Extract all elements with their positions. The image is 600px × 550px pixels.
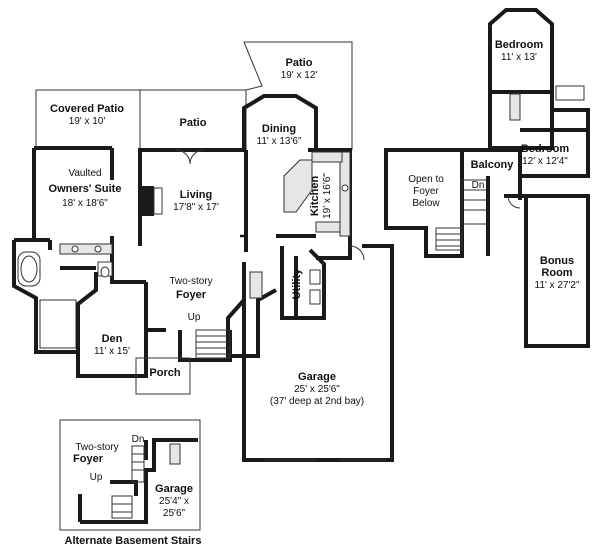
patio-top-name: Patio bbox=[286, 57, 313, 69]
kitchen-island bbox=[283, 159, 313, 213]
kitchen-counter-low bbox=[315, 221, 341, 233]
kitchen-name: Kitchen bbox=[309, 176, 321, 217]
inset-stair bbox=[111, 445, 145, 519]
balcony-stair-down: Dn bbox=[472, 180, 485, 191]
garage-note: (37' deep at 2nd bay) bbox=[270, 396, 364, 407]
inset-stair-up: Up bbox=[90, 472, 103, 483]
garage-walls bbox=[242, 244, 394, 462]
inset-garage-dims2: 25'6" bbox=[163, 508, 186, 519]
den-walls bbox=[76, 304, 148, 378]
balcony-name: Balcony bbox=[471, 159, 515, 171]
inset-foyer-name: Foyer bbox=[73, 453, 104, 465]
dryer bbox=[309, 289, 321, 305]
porch-outline bbox=[135, 357, 191, 395]
patio-top-outline bbox=[243, 41, 353, 150]
bedroom-top-dims: 11' x 13' bbox=[501, 52, 537, 63]
open-to-foyer-line2: Foyer bbox=[413, 186, 439, 197]
dining-name: Dining bbox=[262, 123, 296, 135]
living-name: Living bbox=[180, 189, 212, 201]
bedroom-top-name: Bedroom bbox=[495, 39, 544, 51]
inset-frame bbox=[59, 419, 201, 531]
upper-door bbox=[507, 195, 521, 209]
living-doors bbox=[175, 149, 205, 165]
inset-walls bbox=[78, 438, 198, 524]
room-labels: Covered Patio 19' x 10' Patio Patio 19' … bbox=[49, 39, 580, 547]
living-dims: 17'8" x 17' bbox=[173, 202, 219, 213]
main-stair bbox=[195, 329, 231, 359]
kitchen-dims: 19' x 16'6" bbox=[322, 173, 333, 219]
inset-garage-name: Garage bbox=[155, 483, 193, 495]
kitchen-sink bbox=[341, 184, 349, 192]
basement-stairs-inset bbox=[59, 419, 201, 531]
tub-basin bbox=[20, 255, 38, 283]
kitchen-counter-right bbox=[339, 151, 351, 237]
inset-stair-down: Dn bbox=[132, 434, 145, 445]
main-floor bbox=[12, 41, 394, 462]
washer bbox=[309, 269, 321, 285]
bonus-room-line1: Bonus bbox=[540, 255, 574, 267]
balcony-walls bbox=[462, 148, 522, 256]
upper-vanity bbox=[509, 93, 521, 121]
covered-patio-dims: 19' x 10' bbox=[69, 116, 106, 127]
garage-entry-door bbox=[349, 245, 365, 261]
open-to-foyer-line1: Open to bbox=[408, 174, 444, 185]
half-bath-counter bbox=[249, 271, 263, 299]
shower bbox=[39, 299, 77, 349]
garage-name: Garage bbox=[298, 371, 336, 383]
foyer-line1: Two-story bbox=[169, 276, 212, 287]
inset-foyer-line1: Two-story bbox=[75, 442, 118, 453]
den-name: Den bbox=[102, 333, 123, 345]
upper-floor bbox=[384, 8, 590, 348]
sink-1 bbox=[71, 245, 79, 253]
bedroom-mid-name: Bedroom bbox=[521, 143, 570, 155]
bonus-room-line2: Room bbox=[541, 267, 572, 279]
inset-caption: Alternate Basement Stairs bbox=[65, 535, 202, 547]
upper-tub bbox=[555, 85, 585, 101]
main-stair-up: Up bbox=[188, 312, 201, 323]
upper-stair bbox=[435, 179, 489, 251]
inset-garage-dims1: 25'4" x bbox=[159, 496, 189, 507]
dining-dims: 11' x 13'6" bbox=[257, 136, 302, 147]
dining-bay bbox=[242, 94, 318, 150]
garage-dims: 25' x 25'6" bbox=[294, 384, 340, 395]
den-dims: 11' x 15' bbox=[94, 346, 130, 357]
patio-center-name: Patio bbox=[180, 117, 207, 129]
bedroom-mid-dims: 12' x 12'4" bbox=[522, 156, 568, 167]
toilet bbox=[100, 266, 110, 278]
bedroom-mid-walls bbox=[520, 128, 590, 178]
upper-bedroom-bay bbox=[488, 8, 554, 94]
master-bath-walls bbox=[12, 236, 146, 354]
owners-suite-name: Owners' Suite bbox=[49, 183, 122, 195]
owners-suite-dims: 18' x 18'6" bbox=[62, 198, 108, 209]
kitchen-counter-top bbox=[311, 151, 343, 163]
covered-patio-name: Covered Patio bbox=[50, 103, 124, 115]
fireplace bbox=[140, 186, 154, 216]
fireplace-hearth bbox=[153, 187, 163, 215]
porch-name: Porch bbox=[149, 367, 180, 379]
vanity bbox=[59, 243, 113, 255]
foyer-name: Foyer bbox=[176, 289, 207, 301]
inset-half-bath bbox=[169, 443, 181, 465]
bonus-room-dims: 11' x 27'2" bbox=[535, 280, 580, 291]
utility-name: Utility bbox=[291, 268, 303, 299]
sink-2 bbox=[94, 245, 102, 253]
open-to-foyer-line3: Below bbox=[412, 198, 440, 209]
owners-suite-line1: Vaulted bbox=[68, 168, 101, 179]
patio-top-dims: 19' x 12' bbox=[281, 70, 318, 81]
